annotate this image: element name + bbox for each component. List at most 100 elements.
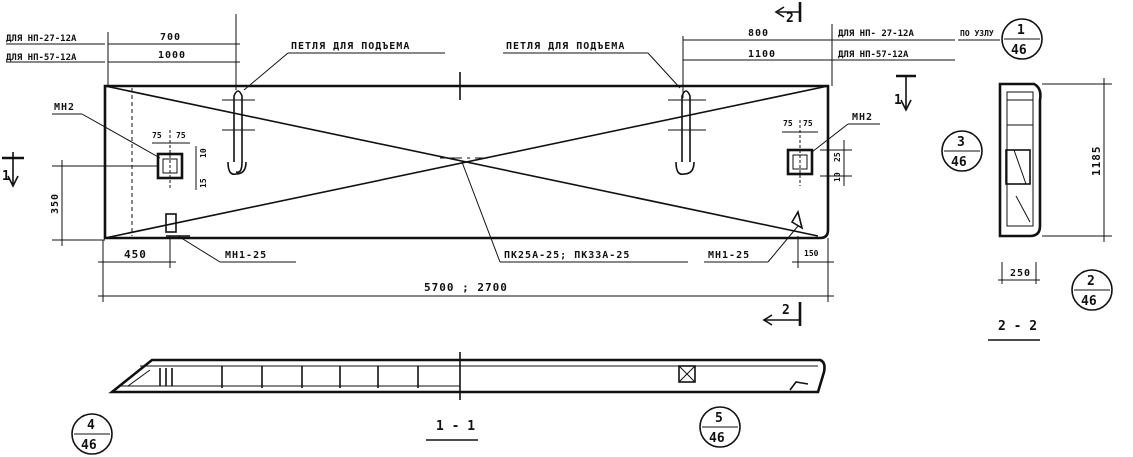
- label-mn2-right: МН2: [852, 112, 873, 123]
- arrow-head-icon: [900, 99, 912, 112]
- dim-10-b: 10: [833, 172, 842, 182]
- ref-1-num: 1: [1017, 23, 1025, 38]
- ref-circle-3: 3 46: [941, 130, 983, 172]
- dim-150: 150: [804, 249, 819, 258]
- panel-outline: [103, 84, 830, 240]
- ref-4-sheet: 46: [81, 438, 97, 453]
- section-1-right-num: 1: [894, 93, 902, 108]
- dim-350-block: 350: [50, 160, 158, 246]
- arrow-head-icon: [762, 314, 773, 326]
- ref-circle-outline: [1071, 269, 1113, 311]
- section-detail: [127, 369, 151, 387]
- leader-mn1-right: [767, 225, 799, 263]
- label-mn2-left: МН2: [54, 102, 75, 113]
- ref-4-num: 4: [87, 418, 95, 433]
- ref-2-num: 2: [1087, 274, 1095, 289]
- ref-3-sheet: 46: [951, 155, 967, 170]
- view-1-1-title: 1 - 1: [436, 419, 475, 434]
- label-pk: ПК25А-25; ПК33А-25: [504, 250, 630, 261]
- dim-25-b: 25: [833, 152, 842, 162]
- section-detail: [678, 365, 696, 383]
- dim-1185: 1185: [1090, 146, 1103, 177]
- diagonal-line: [104, 85, 819, 237]
- loop-bar: [233, 90, 243, 174]
- dim-250: 250: [1010, 268, 1031, 279]
- ref-3-num: 3: [957, 135, 965, 150]
- note-np27-left: ДЛЯ НП-27-12А: [6, 34, 77, 44]
- dim-75-b: 75: [176, 131, 186, 140]
- ref-circle-5: 5 46: [699, 406, 741, 448]
- ref-circle-4: 4 46: [71, 413, 113, 455]
- dim-800: 800: [748, 28, 769, 39]
- label-mn1-left: МН1-25: [225, 250, 267, 261]
- lift-loop-right: [668, 90, 706, 176]
- ref-circle-outline: [1001, 18, 1043, 60]
- loop-bar: [681, 90, 691, 162]
- section-detail: [789, 381, 809, 391]
- section-marker-2-top: 2: [774, 2, 802, 26]
- dim-350: 350: [50, 193, 61, 214]
- ref-1-sheet: 46: [1011, 43, 1027, 58]
- dim-75-a: 75: [152, 131, 162, 140]
- note-np27-right: ДЛЯ НП- 27-12А: [838, 29, 914, 39]
- top-left-dimension-block: ДЛЯ НП-27-12А ДЛЯ НП-57-12А 700 1000: [6, 14, 240, 90]
- note-np57-right: ДЛЯ НП-57-12А: [838, 50, 909, 60]
- dim-1100: 1100: [748, 49, 776, 60]
- leader-mn2-left: [81, 113, 161, 159]
- section-outline: [108, 358, 826, 394]
- ref-circle-2: 2 46: [1071, 269, 1113, 311]
- leader-pk: [461, 161, 501, 263]
- dim-10-a: 10: [199, 148, 208, 158]
- section-marker-1-right: 1: [894, 74, 916, 112]
- embed-plate: [790, 209, 804, 230]
- mn1-right-embed: МН1-25: [704, 209, 804, 263]
- dim-15-a: 15: [199, 178, 208, 188]
- embed-plate: [165, 213, 177, 233]
- arrow-head-icon: [7, 175, 19, 188]
- ref-circle-outline: [699, 406, 741, 448]
- section-embed: [1005, 149, 1031, 185]
- section-detail: [1015, 195, 1031, 223]
- leader-lift-right: [647, 52, 681, 89]
- mn2-left-embed: 75 75 10 15 МН2: [52, 102, 208, 190]
- leader-lift-left: [243, 52, 289, 91]
- main-panel: [103, 72, 830, 240]
- ref-5-sheet: 46: [709, 431, 725, 446]
- top-right-dimension-block: 800 1100 ДЛЯ НП- 27-12А ДЛЯ НП-57-12А ПО…: [682, 24, 1000, 98]
- view-2-2-title: 2 - 2: [998, 319, 1037, 334]
- section-2-bottom-num: 2: [782, 303, 790, 318]
- section-2-top-num: 2: [786, 11, 794, 26]
- label-lift-loop-right: ПЕТЛЯ ДЛЯ ПОДЪЕМА: [506, 41, 625, 52]
- ref-5-num: 5: [715, 411, 723, 426]
- dim-700: 700: [160, 32, 181, 43]
- ref-circle-1: 1 46: [1001, 18, 1043, 60]
- arrow-head-icon: [774, 6, 785, 18]
- label-lift-loop-left: ПЕТЛЯ ДЛЯ ПОДЪЕМА: [291, 41, 410, 52]
- section-1-1: 1 - 1: [108, 352, 826, 441]
- loop-hook: [227, 161, 247, 176]
- lift-loop-labels: ПЕТЛЯ ДЛЯ ПОДЪЕМА ПЕТЛЯ ДЛЯ ПОДЪЕМА: [243, 41, 681, 91]
- section-1-left-num: 1: [2, 169, 10, 184]
- section-detail: [1013, 149, 1027, 185]
- section-marker-2-bottom: 2: [762, 302, 802, 326]
- dim-450: 450: [124, 248, 147, 261]
- diagonal-line: [104, 85, 829, 239]
- note-po-uzlu: ПО УЗЛУ: [960, 29, 994, 38]
- note-np57-left: ДЛЯ НП-57-12А: [6, 53, 77, 63]
- leader-mn1-left: [177, 235, 221, 263]
- section-rebar-cage: [1006, 91, 1034, 227]
- section-embed: [678, 365, 696, 383]
- ref-circle-outline: [941, 130, 983, 172]
- loop-hook: [675, 161, 695, 176]
- dim-75-d: 75: [803, 119, 813, 128]
- label-mn1-right: МН1-25: [708, 250, 750, 261]
- section-marker-1-left: 1: [2, 152, 24, 188]
- dim-1000: 1000: [158, 50, 186, 61]
- section-outline: [998, 82, 1042, 238]
- mn2-right-embed: 75 75 25 10 МН2: [782, 112, 880, 186]
- bottom-dimension-block: 450 150 5700 ; 2700: [98, 236, 834, 302]
- pk-label: ПК25А-25; ПК33А-25: [461, 161, 688, 263]
- ref-2-sheet: 46: [1081, 294, 1097, 309]
- dim-total: 5700 ; 2700: [424, 281, 508, 294]
